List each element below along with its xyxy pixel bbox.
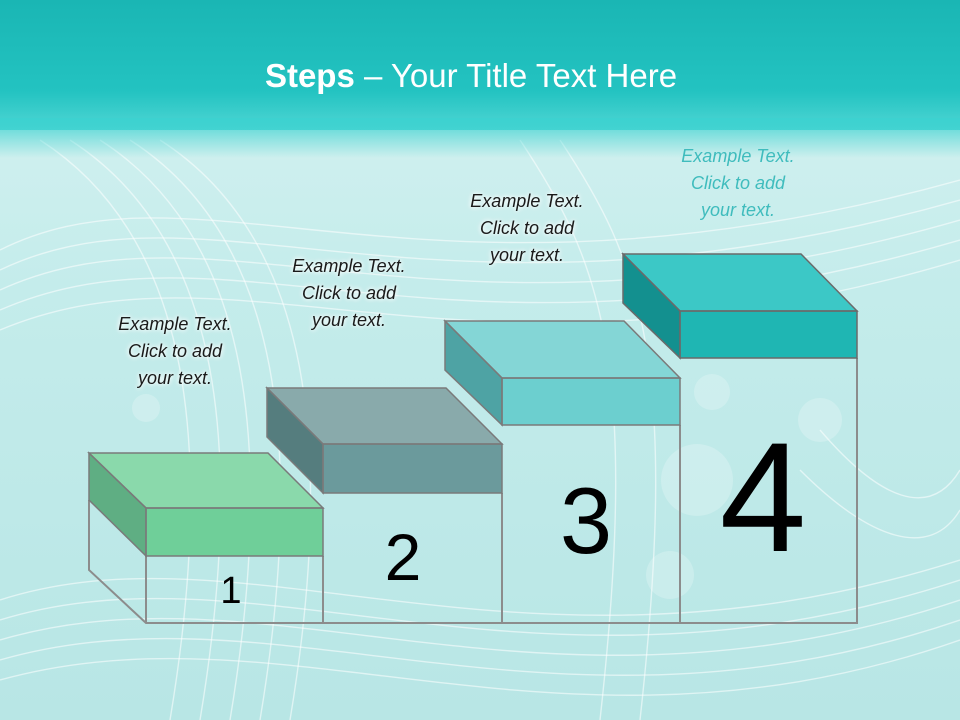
step-4-caption[interactable]: Example Text. Click to add your text. bbox=[638, 143, 838, 224]
step-3-block[interactable] bbox=[443, 319, 682, 427]
step-2-caption-line3: your text. bbox=[311, 310, 387, 330]
title-bold: Steps bbox=[264, 57, 355, 94]
title-bar bbox=[0, 0, 960, 130]
step-2-caption-line2: Click to add bbox=[301, 283, 397, 303]
step-3-caption[interactable]: Example Text. Click to add your text. bbox=[427, 188, 627, 269]
title-rest: – Your Title Text Here bbox=[354, 57, 678, 94]
step-2-number: 2 bbox=[384, 520, 422, 594]
step-2-block[interactable] bbox=[265, 386, 504, 495]
step-1-block[interactable] bbox=[87, 451, 325, 558]
step-1-number: 1 bbox=[220, 570, 242, 612]
step-1-caption-line3: your text. bbox=[137, 368, 213, 388]
step-3-number: 3 bbox=[559, 468, 613, 573]
step-1-caption-line2: Click to add bbox=[127, 341, 223, 361]
step-4-caption-line3: your text. bbox=[700, 200, 776, 220]
step-4-number: 4 bbox=[719, 411, 807, 585]
step-1-caption-line1: Example Text. bbox=[118, 314, 232, 334]
step-3-caption-line3: your text. bbox=[489, 245, 565, 265]
slide-title[interactable]: Steps – Your Title Text Here bbox=[0, 54, 942, 98]
title-bar-fade bbox=[0, 118, 960, 158]
step-4-caption-line2: Click to add bbox=[690, 173, 786, 193]
step-3-caption-line2: Click to add bbox=[479, 218, 575, 238]
step-2-caption-line1: Example Text. bbox=[292, 256, 406, 276]
step-3-caption-line1: Example Text. bbox=[470, 191, 584, 211]
step-4-caption-line1: Example Text. bbox=[681, 146, 795, 166]
step-1-caption[interactable]: Example Text. Click to add your text. bbox=[75, 311, 275, 392]
step-2-caption[interactable]: Example Text. Click to add your text. bbox=[249, 253, 449, 334]
step-4-block[interactable] bbox=[621, 252, 859, 360]
